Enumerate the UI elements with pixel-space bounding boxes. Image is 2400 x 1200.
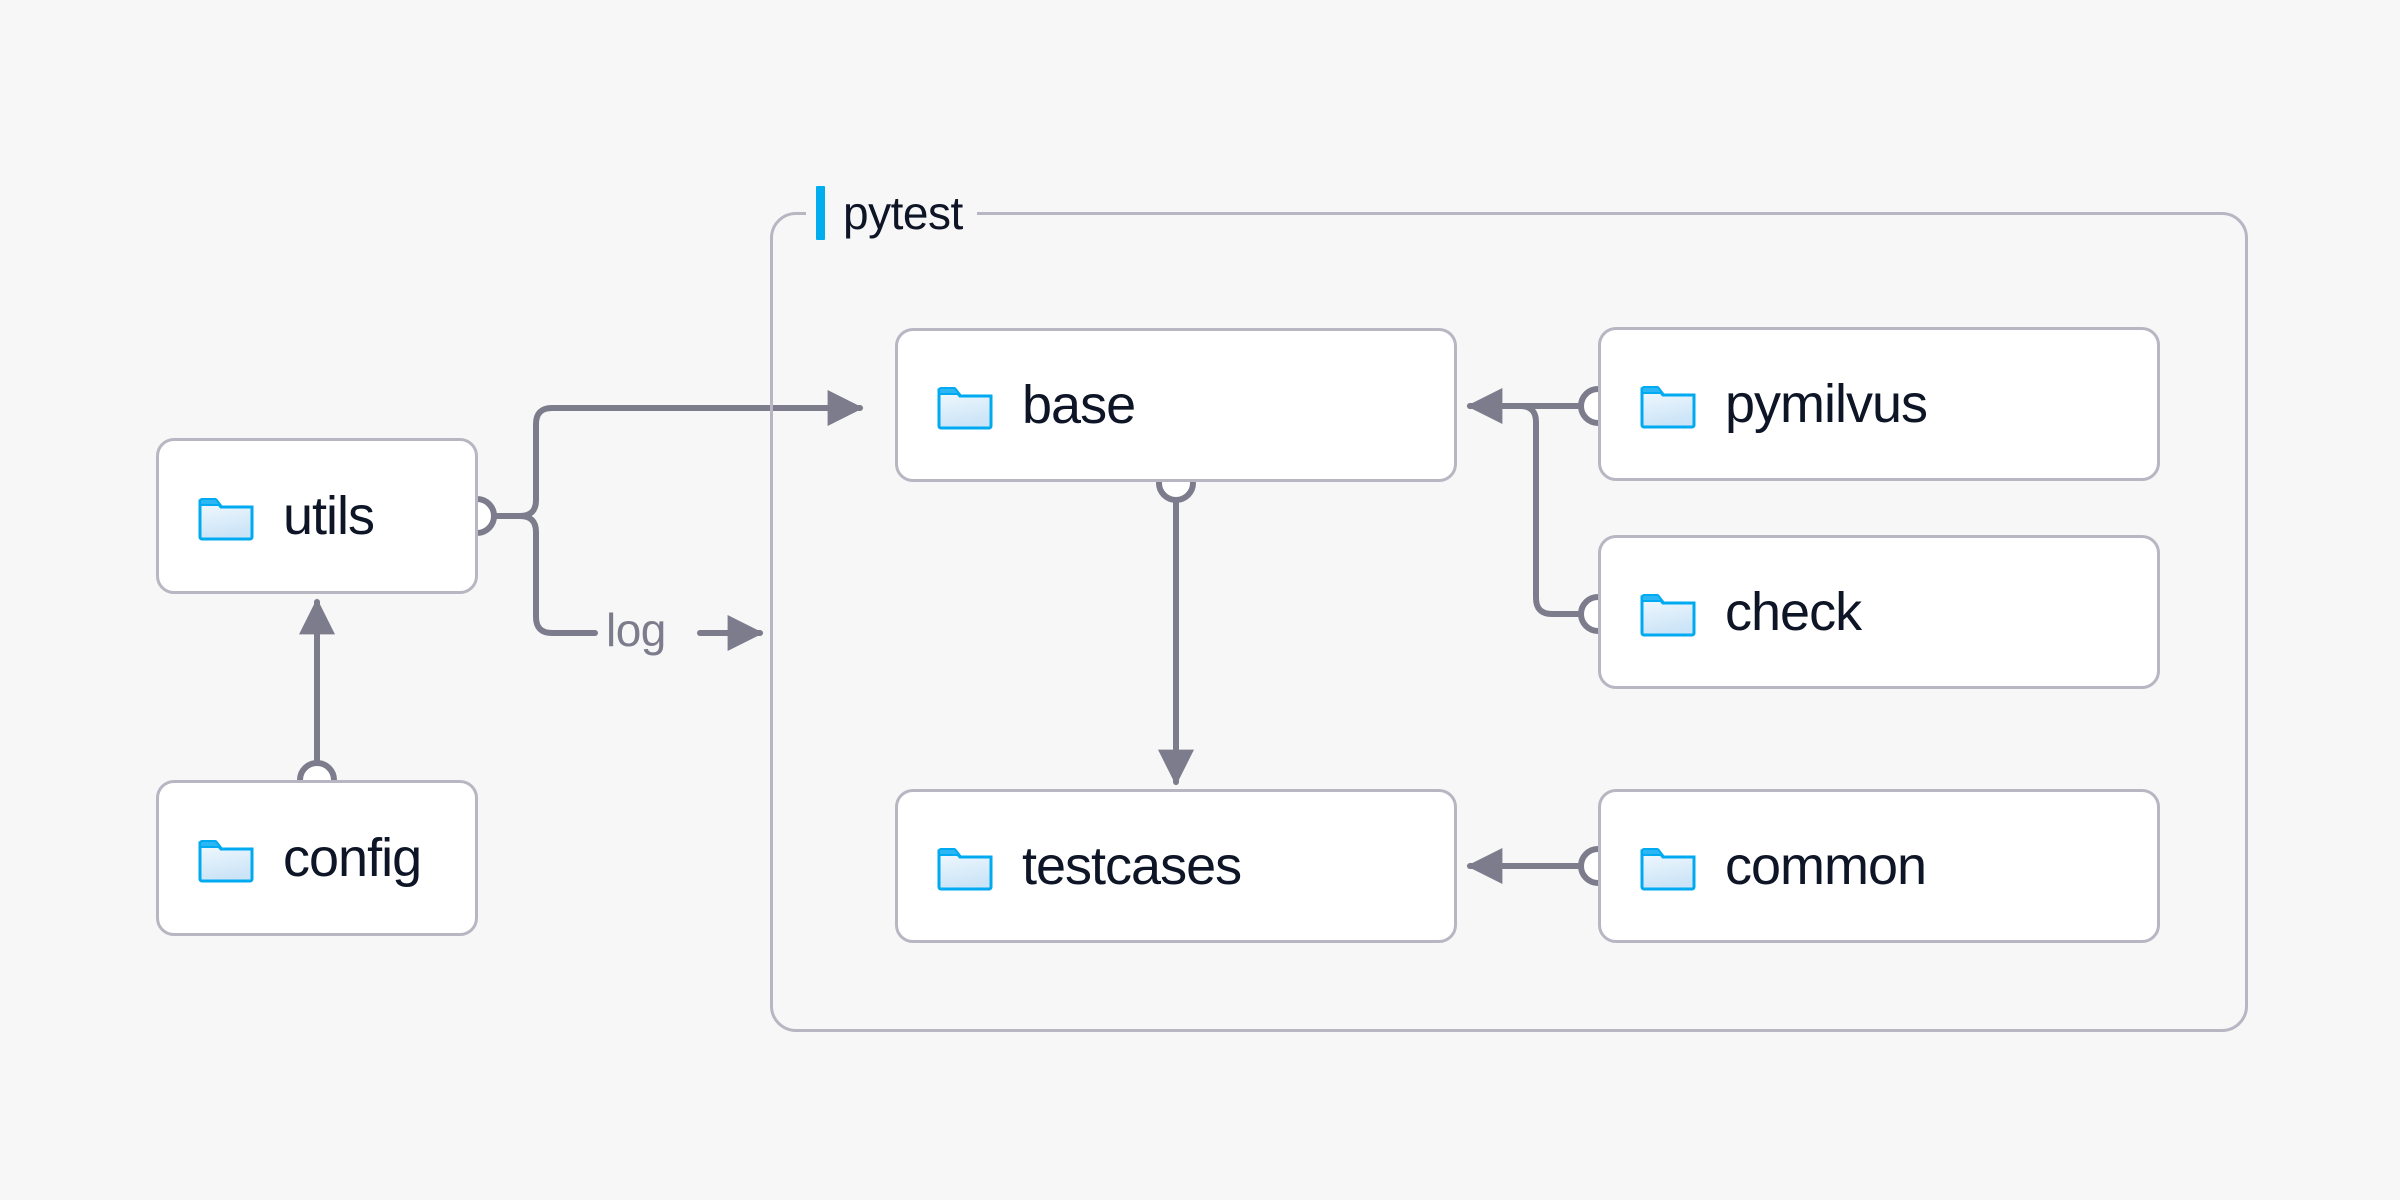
node-common-label: common [1725,836,1927,896]
node-utils-label: utils [283,486,375,546]
group-title-text: pytest [843,187,963,239]
node-base-label: base [1022,375,1136,435]
edge-utils-to-pytest-log [492,513,598,636]
folder-icon [1640,848,1696,891]
node-common[interactable]: common [1598,789,2160,943]
folder-icon [937,848,993,891]
folder-icon [1640,594,1696,637]
folder-icon [1640,386,1696,429]
node-check-label: check [1725,582,1862,642]
group-pytest-label: pytest [806,182,977,244]
edge-label-log: log [598,607,674,653]
node-testcases-label: testcases [1022,836,1242,896]
folder-icon [198,840,254,883]
node-utils[interactable]: utils [156,438,478,594]
node-pymilvus-label: pymilvus [1725,374,1928,434]
folder-icon [937,387,993,430]
node-base[interactable]: base [895,328,1457,482]
group-accent-bar [816,186,825,240]
folder-icon [198,498,254,541]
node-config[interactable]: config [156,780,478,936]
node-pymilvus[interactable]: pymilvus [1598,327,2160,481]
node-config-label: config [283,828,422,888]
group-pytest[interactable] [770,212,2248,1032]
node-check[interactable]: check [1598,535,2160,689]
node-testcases[interactable]: testcases [895,789,1457,943]
